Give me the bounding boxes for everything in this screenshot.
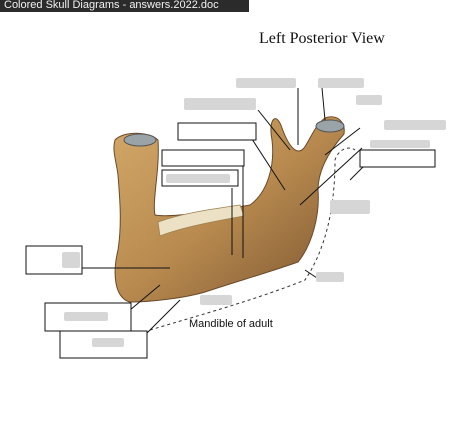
- dashed-outline: [149, 147, 356, 331]
- label-box-1[interactable]: [177, 122, 257, 141]
- figure-caption: Mandible of adult: [189, 318, 273, 330]
- leader-lines: [82, 87, 366, 336]
- erased-label-remnants: [62, 78, 446, 347]
- window-title: Colored Skull Diagrams - answers.2022.do…: [4, 0, 219, 11]
- window-title-bar: Colored Skull Diagrams - answers.2022.do…: [0, 0, 249, 12]
- left-condyle-surface: [123, 133, 157, 147]
- figure-title: Left Posterior View: [259, 30, 385, 47]
- label-box-4[interactable]: [359, 149, 436, 168]
- teeth-row: [157, 204, 245, 237]
- label-box-2[interactable]: [161, 149, 245, 167]
- right-condyle-surface: [315, 119, 345, 133]
